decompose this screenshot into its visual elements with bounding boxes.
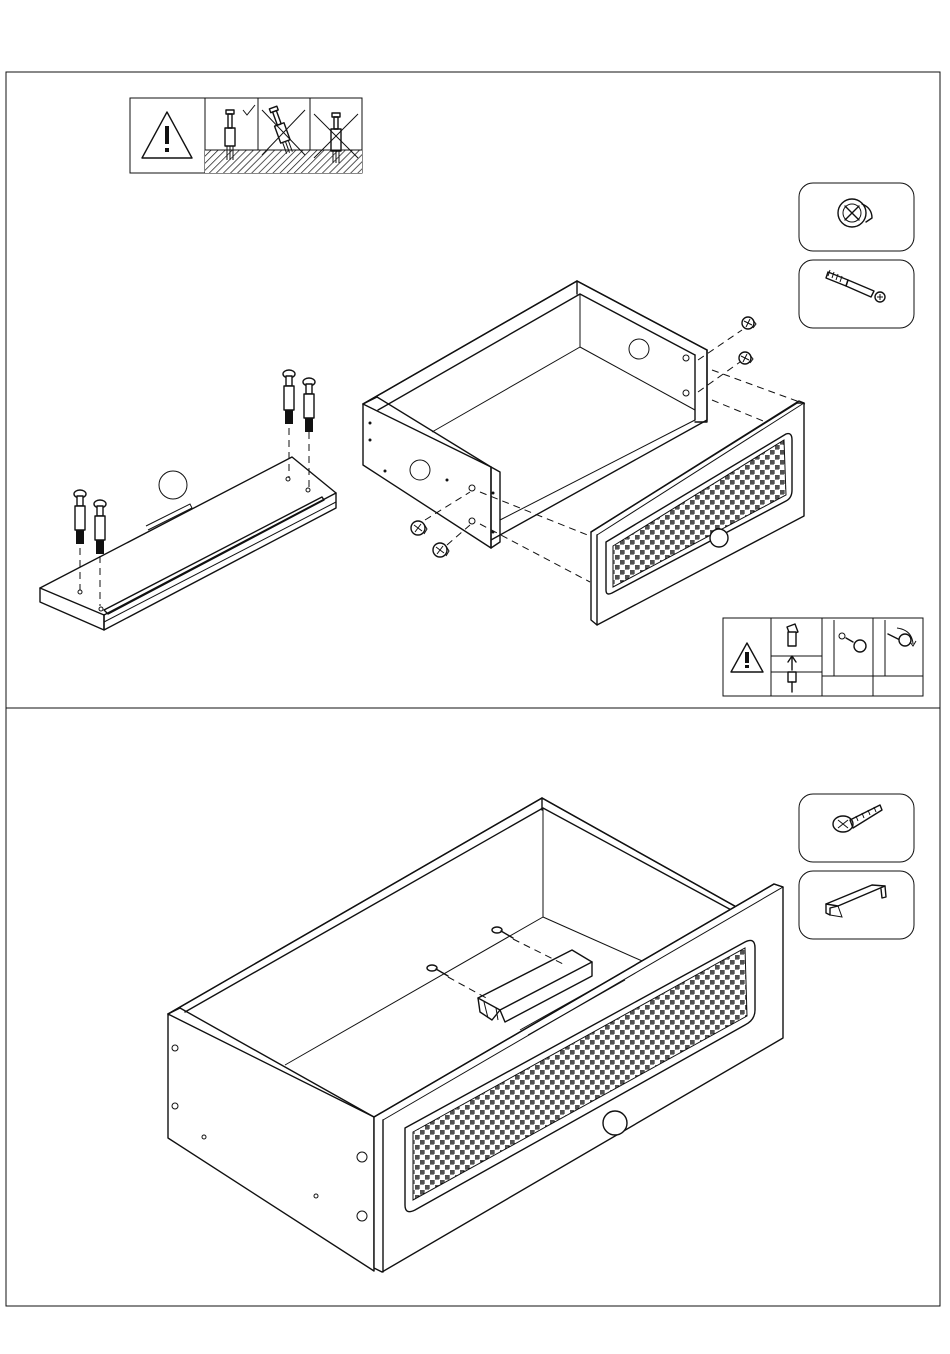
warning-triangle-icon [731,643,763,672]
wood-screw-icon [833,805,882,832]
cam-turn-icon [873,620,923,676]
cam-dowel-icon [826,270,885,302]
dowel-correct-icon [205,105,258,173]
cam-lock-icon [838,199,872,227]
drawer-handle-icon [826,885,886,917]
warning-triangle-icon [142,112,192,158]
dowel-tilted-wrong-icon [258,106,310,173]
part-cam-dowel [799,260,914,328]
part-wood-screw [799,794,914,862]
part-label-circle [159,471,187,499]
dowel-overdriven-wrong-icon [310,113,362,173]
cam-insert-icon [822,620,873,676]
cam-locks-right [739,317,756,364]
warning-box-cam [723,618,923,696]
dowel-insert-icon [771,624,822,692]
part-cam-lock [799,183,914,251]
cam-locks-left [411,521,449,557]
part-drawer-handle [799,871,914,939]
part-label-circle [710,529,728,547]
part-label-circle [603,1111,627,1135]
warning-box-dowel [130,98,362,173]
